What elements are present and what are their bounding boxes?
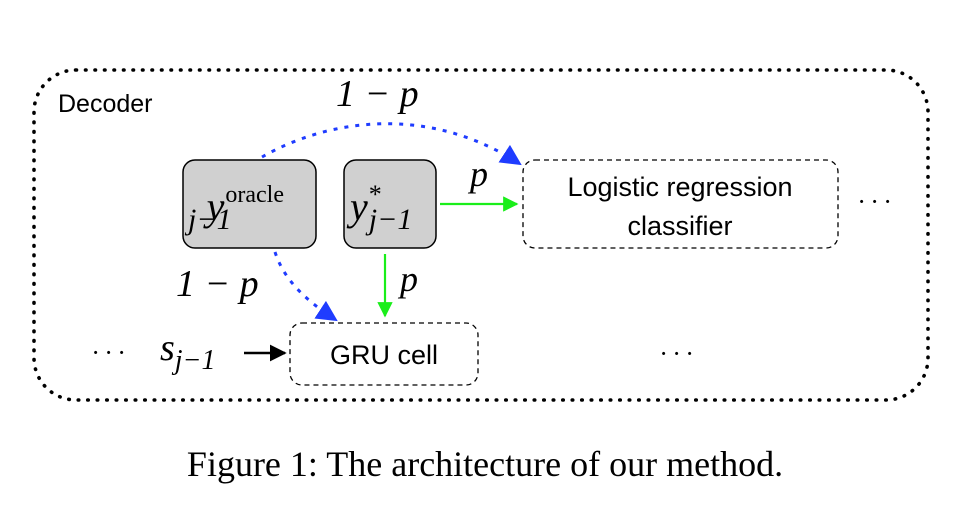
predicted-node — [343, 159, 437, 249]
gru-label: GRU cell — [330, 340, 438, 370]
top-edge-label: 1 − p — [336, 73, 419, 115]
oracle-to-gru-arrow — [273, 251, 338, 322]
state-label: sj−1 — [160, 327, 215, 376]
left-ellipsis: · · · — [92, 338, 125, 367]
figure-caption: Figure 1: The architecture of our method… — [187, 444, 783, 484]
right-ellipsis: · · · — [858, 187, 891, 216]
decoder-label: Decoder — [58, 90, 153, 118]
oracle-node — [182, 159, 317, 249]
predicted-node-label: y*j−1 — [346, 180, 412, 236]
gru-node — [289, 322, 479, 386]
oracle-to-classifier-arrow — [261, 122, 522, 166]
decoder-container — [32, 68, 930, 402]
right-edge-label: p — [467, 154, 488, 194]
bottom-ellipsis: · · · — [660, 339, 693, 368]
classifier-node — [522, 159, 839, 249]
classifier-label-line1: Logistic regression — [567, 172, 792, 202]
left-edge-label: 1 − p — [176, 263, 259, 305]
classifier-label-line2: classifier — [627, 211, 732, 241]
down-edge-label: p — [397, 259, 418, 299]
